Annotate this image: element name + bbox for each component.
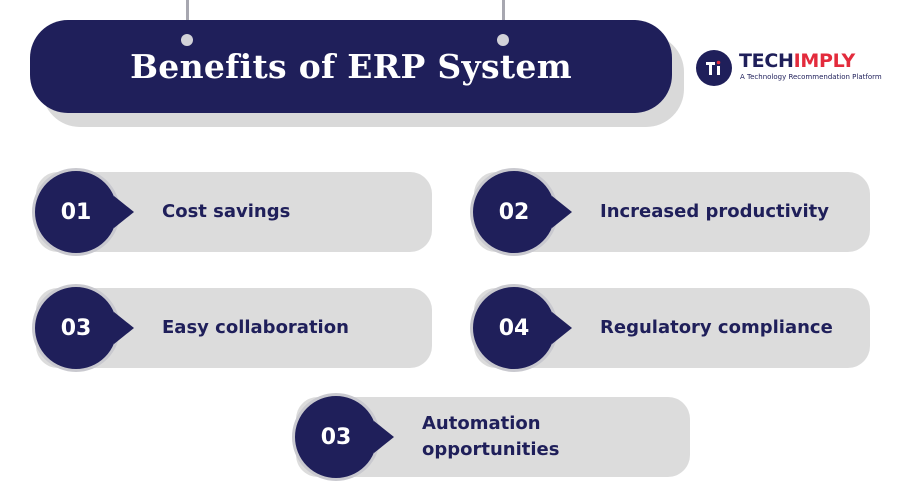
hanging-string-right (502, 0, 505, 38)
string-knot-right (497, 34, 509, 46)
number-badge: 03 (292, 393, 380, 481)
benefit-label: Easy collaboration (162, 317, 349, 338)
benefit-card-5: 03 Automation opportunities (292, 393, 690, 481)
number-badge: 01 (32, 168, 120, 256)
benefit-card-3: 03 Easy collaboration (32, 284, 432, 372)
string-knot-left (181, 34, 193, 46)
benefit-label: Automation opportunities (422, 413, 560, 460)
brand-mark-icon (696, 50, 732, 86)
benefit-label: Regulatory compliance (600, 317, 833, 338)
benefit-label: Cost savings (162, 201, 291, 222)
brand-logo: TECHIMPLY A Technology Recommendation Pl… (696, 50, 890, 86)
benefit-card-4: 04 Regulatory compliance (470, 284, 870, 372)
page-title: Benefits of ERP System (130, 47, 572, 86)
hanging-string-left (186, 0, 189, 38)
number-badge: 04 (470, 284, 558, 372)
benefit-card-1: 01 Cost savings (32, 168, 432, 256)
number-badge: 03 (32, 284, 120, 372)
benefit-label: Increased productivity (600, 201, 829, 222)
title-banner: Benefits of ERP System (30, 20, 672, 113)
number-badge: 02 (470, 168, 558, 256)
brand-tagline: A Technology Recommendation Platform (740, 73, 882, 81)
benefit-card-2: 02 Increased productivity (470, 168, 870, 256)
brand-name: TECHIMPLY (739, 50, 855, 72)
